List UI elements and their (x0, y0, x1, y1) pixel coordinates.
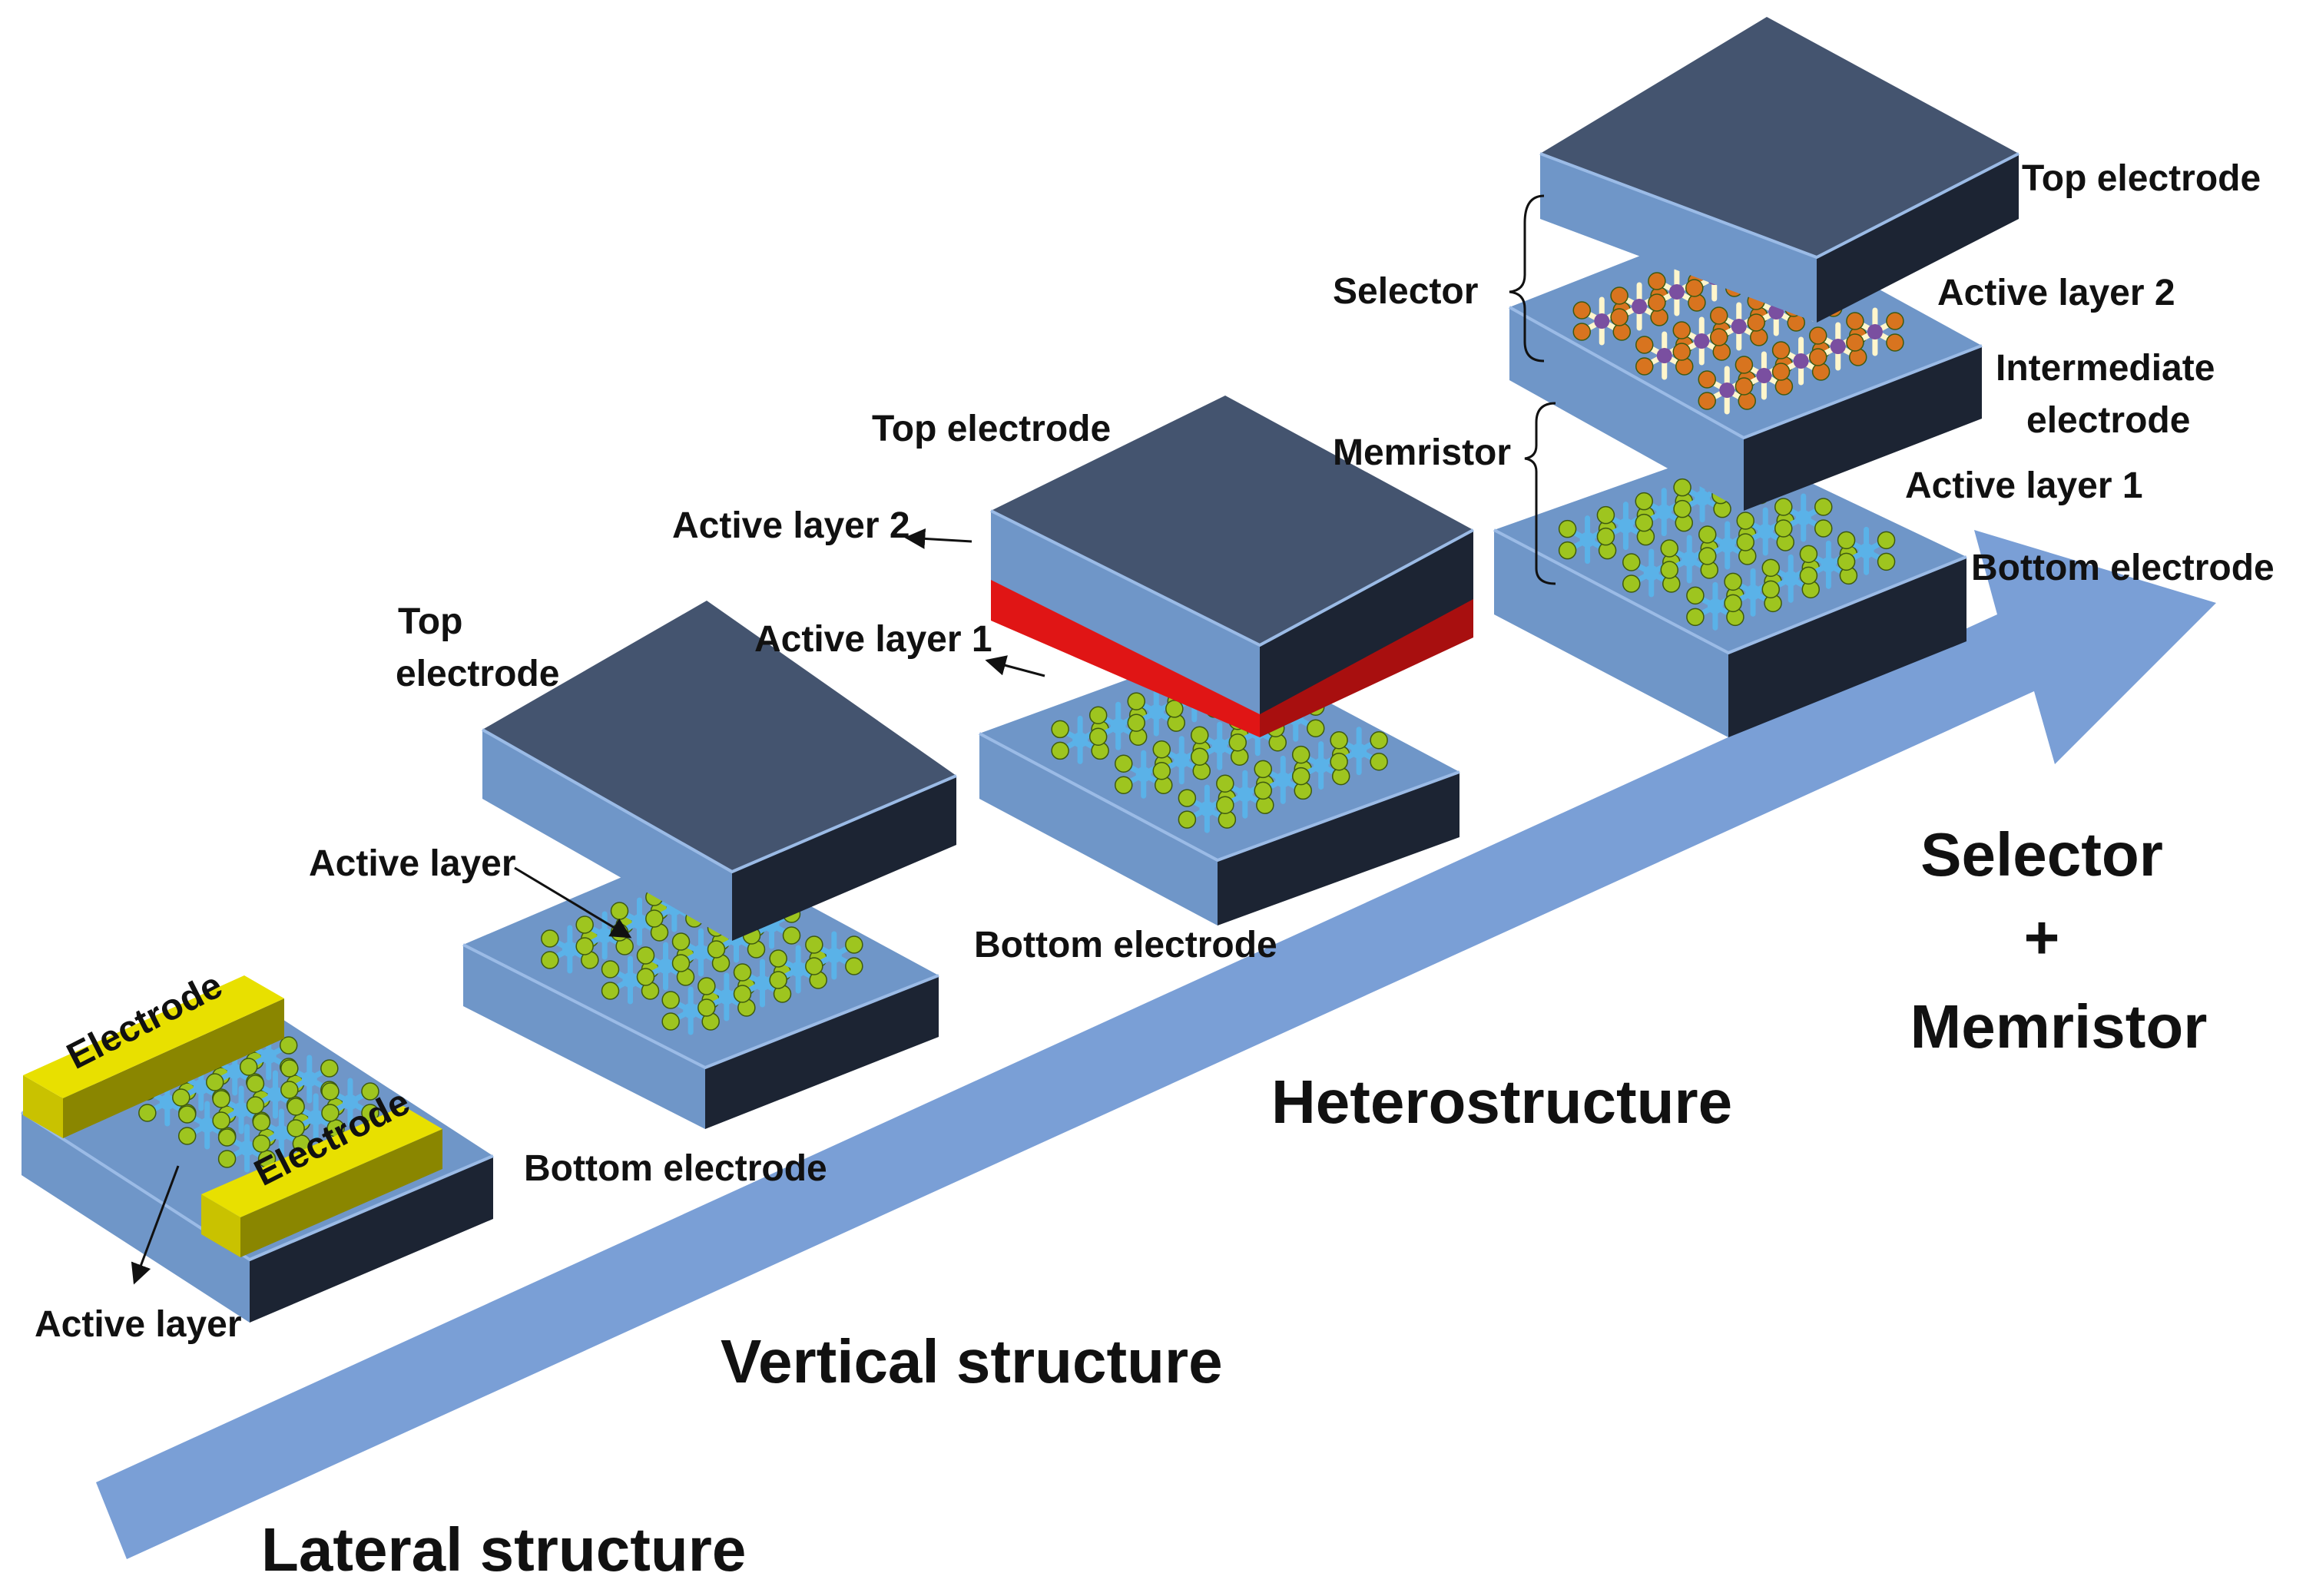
vertical-top-electrode (482, 601, 957, 941)
sm-intermediate-electrode-label-1: Intermediate (1996, 348, 2215, 389)
hetero-active-layer-2-label: Active layer 2 (672, 505, 910, 546)
sm-active-layer-1-label: Active layer 1 (1905, 465, 2143, 506)
vertical-active-layer-label: Active layer (309, 843, 516, 884)
hetero-active-layer-1-label: Active layer 1 (754, 619, 992, 660)
lateral-active-layer (138, 1031, 379, 1173)
lateral-structure-title: Lateral structure (261, 1515, 746, 1584)
selector-bracket-label: Selector (1333, 271, 1478, 312)
vertical-bottom-electrode-label: Bottom electrode (524, 1148, 827, 1189)
heterostructure-title: Heterostructure (1271, 1068, 1732, 1136)
sm-intermediate-electrode-label-2: electrode (2026, 400, 2190, 441)
sm-active-layer-2-label: Active layer 2 (1937, 273, 2175, 313)
sm-bottom-electrode-label: Bottom electrode (1971, 548, 2275, 588)
leader-lines (131, 194, 1556, 1285)
sm-title-plus: + (2024, 903, 2060, 972)
lateral-electrode-1 (23, 975, 284, 1138)
hetero-top-electrode (990, 396, 1474, 714)
vertical-top-electrode-label-1: Top (398, 601, 462, 642)
hetero-bottom-electrode-label: Bottom electrode (974, 925, 1277, 965)
vertical-top-electrode-label-2: electrode (396, 654, 559, 694)
device-plates (20, 17, 2019, 1323)
sm-top-electrode-label: Top electrode (2022, 158, 2261, 199)
lateral-active-layer-label: Active layer (35, 1304, 242, 1345)
hetero-top-electrode-label: Top electrode (872, 409, 1111, 449)
progress-arrow (96, 530, 2216, 1559)
sm-title-selector: Selector (1920, 820, 2163, 889)
memristor-bracket-label: Memristor (1333, 432, 1511, 473)
sm-top-electrode (1539, 17, 2019, 323)
sm-title-memristor: Memristor (1910, 992, 2208, 1061)
vertical-structure-title: Vertical structure (721, 1327, 1223, 1396)
lateral-electrode-2 (201, 1106, 442, 1257)
